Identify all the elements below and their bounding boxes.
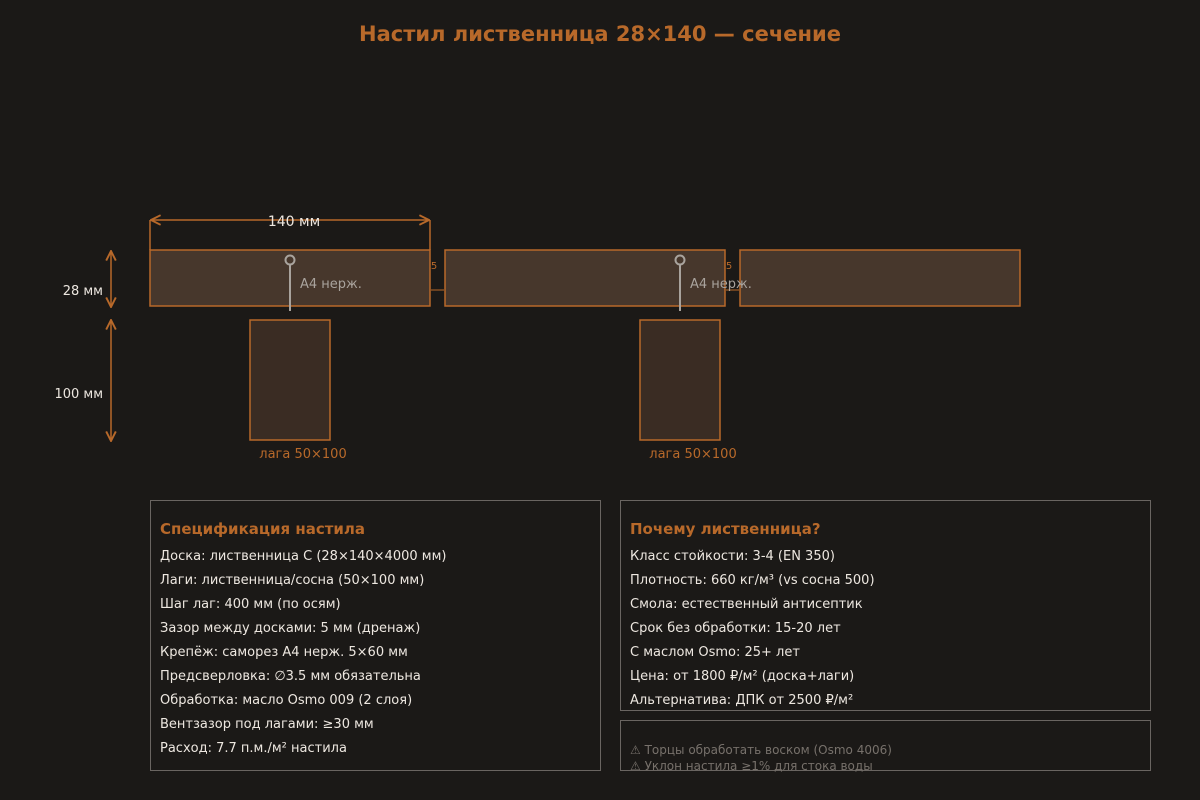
screw-1: A4 нерж. [284,254,362,311]
board-gap-2: 5 [726,261,739,291]
spec-item: Лаги: лиственница/сосна (50×100 мм) [160,573,425,588]
why-item: Срок без обработки: 15-20 лет [630,621,841,636]
screw-label-1: A4 нерж. [300,277,362,292]
why-larch-panel: Почему лиственница? Класс стойкости: 3-4… [620,500,1151,711]
gap-label-2: 5 [726,261,732,272]
note-item: ⚠ Торцы обработать воском (Osmo 4006) [630,743,892,757]
screw-label-2: A4 нерж. [690,277,752,292]
joist-1 [249,319,331,441]
spec-item: Предсверловка: ∅3.5 мм обязательна [160,669,421,684]
joist-height-dimension: 100 мм [54,320,111,441]
why-title: Почему лиственница? [630,520,821,538]
spec-item: Обработка: масло Osmo 009 (2 слоя) [160,693,413,708]
spec-item: Доска: лиственница C (28×140×4000 мм) [160,549,447,564]
spec-item: Зазор между досками: 5 мм (дренаж) [160,621,421,636]
why-item: Класс стойкости: 3-4 (EN 350) [630,549,835,564]
board-height-dimension: 28 мм [63,251,111,307]
joist-2 [639,319,721,441]
why-item: С маслом Osmo: 25+ лет [630,645,800,660]
joist-height-label: 100 мм [54,387,103,402]
note-item: ⚠ Уклон настила ≥1% для стока воды [630,759,873,773]
board-width-label: 140 мм [268,214,320,230]
gap-label-1: 5 [431,261,437,272]
why-item: Цена: от 1800 ₽/м² (доска+лаги) [630,669,855,684]
why-list: Класс стойкости: 3-4 (EN 350) Плотность:… [630,549,875,717]
spec-item: Крепёж: саморез A4 нерж. 5×60 мм [160,645,408,660]
spec-item: Шаг лаг: 400 мм (по осям) [160,597,341,612]
spec-item: Расход: 7.7 п.м./м² настила [160,741,347,756]
why-item: Альтернатива: ДПК от 2500 ₽/м² [630,693,854,708]
spec-panel: Спецификация настила Доска: лиственница … [150,500,601,771]
board-width-dimension: 140 мм [149,214,431,250]
why-item: Смола: естественный антисептик [630,597,863,612]
notes-panel: ⚠ Торцы обработать воском (Osmo 4006) ⚠ … [620,720,1151,773]
board-gap-1: 5 [431,261,444,291]
deck-board-2 [444,249,726,307]
joist-label-1: лага 50×100 [259,447,346,462]
spec-list: Доска: лиственница C (28×140×4000 мм) Ла… [160,549,446,765]
deck-board-3 [739,249,1021,307]
spec-item: Вентзазор под лагами: ≥30 мм [160,717,374,732]
spec-title: Спецификация настила [160,520,366,538]
why-item: Плотность: 660 кг/м³ (vs сосна 500) [630,573,875,588]
board-height-label: 28 мм [63,284,103,299]
screw-2: A4 нерж. [674,254,752,311]
joist-label-2: лага 50×100 [649,447,736,462]
page-title: Настил лиственница 28×140 — сечение [359,22,841,46]
